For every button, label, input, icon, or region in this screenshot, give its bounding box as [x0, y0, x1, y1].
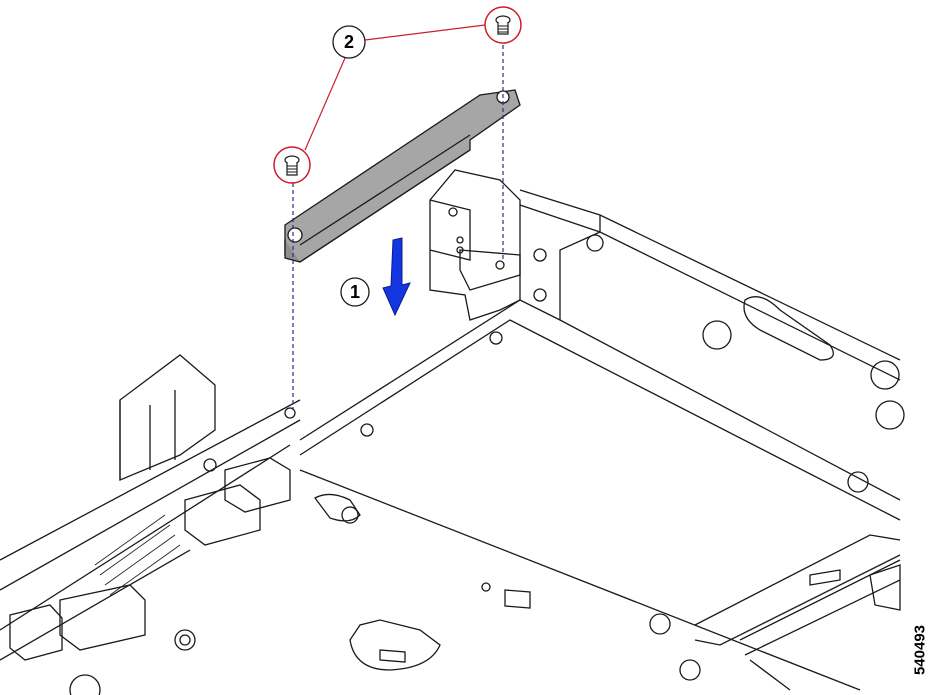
down-arrow-icon [382, 237, 411, 317]
vent-grille [94, 514, 181, 596]
chassis-outline [174, 169, 905, 691]
callout-leaders [304, 24, 486, 151]
alignment-guides [292, 45, 504, 410]
screw-icon [273, 146, 311, 184]
riser-bracket [284, 89, 521, 263]
callout-2: 2 [332, 25, 366, 59]
screw-icon [484, 6, 522, 44]
callout-1-label: 1 [350, 282, 360, 302]
figure-id-label: 540493 [911, 624, 929, 676]
figure-id: 540493 [910, 610, 930, 690]
callout-1: 1 [340, 277, 370, 307]
callout-2-label: 2 [344, 32, 354, 52]
rear-io-section [0, 354, 301, 695]
